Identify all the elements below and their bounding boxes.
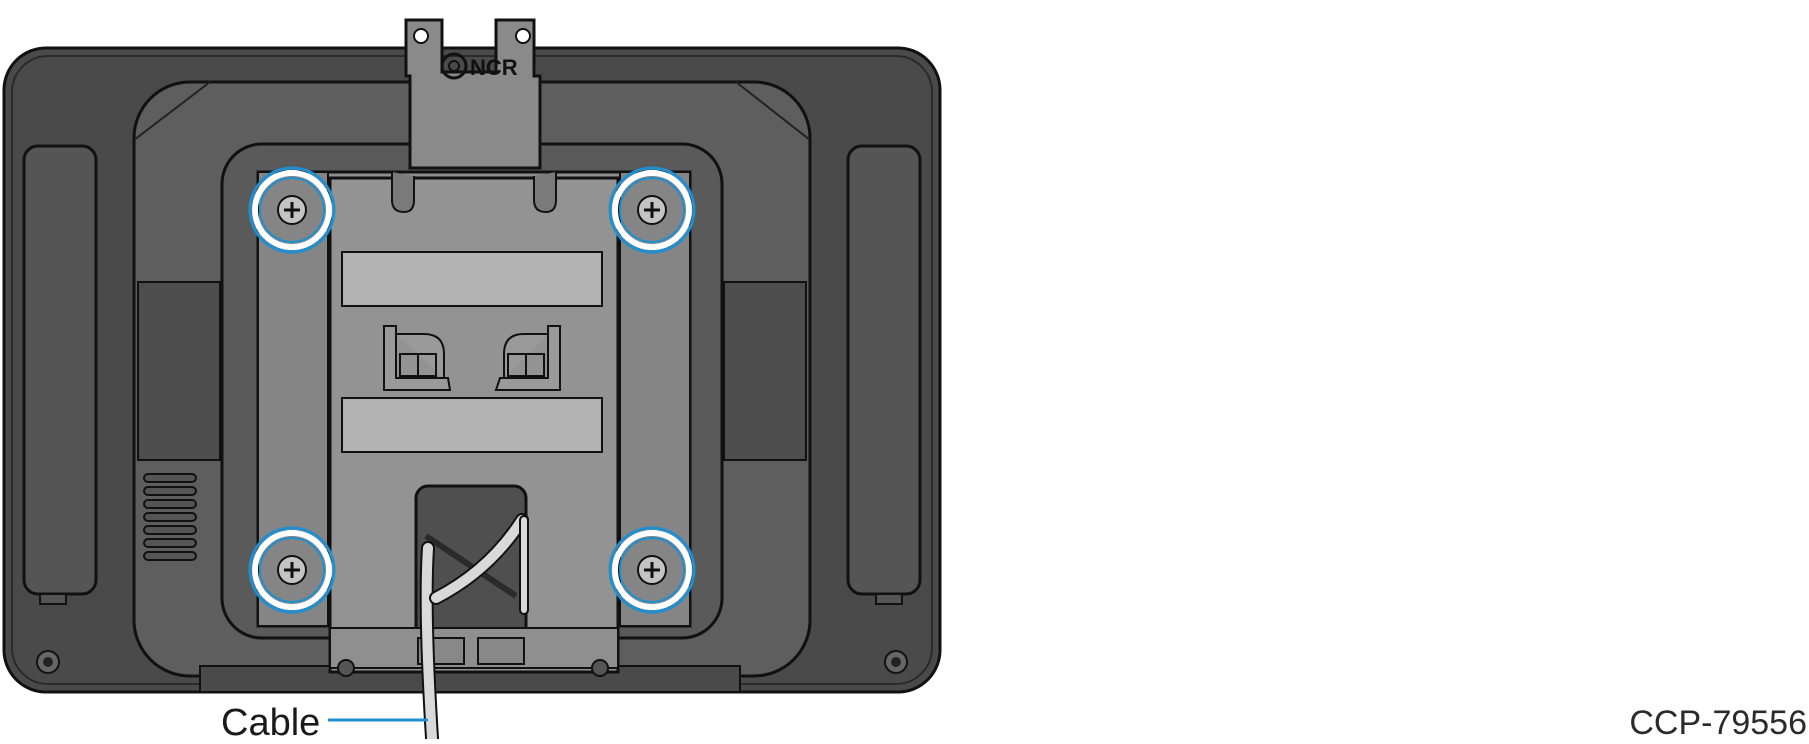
screw-icon: [248, 526, 336, 614]
corner-screw-left: [36, 650, 60, 674]
cable-clip-left: [383, 325, 452, 391]
screw-icon: [608, 166, 696, 254]
bottom-tab-slot-right: [477, 637, 525, 665]
cable-clip-right: [494, 325, 561, 391]
hanger-hole-right: [515, 28, 531, 44]
reference-code: CCP-79556: [1629, 704, 1807, 742]
corner-screw-right: [884, 650, 908, 674]
right-grip: [846, 144, 922, 596]
cable: [419, 513, 529, 744]
inner-cable-shadow: [424, 533, 518, 599]
vent-icon: [143, 473, 197, 561]
slot-right: [533, 172, 557, 214]
slot-left: [391, 172, 415, 214]
left-grip-foot: [39, 593, 67, 605]
left-grip: [22, 144, 98, 596]
bottom-tab-screw-right: [591, 659, 609, 677]
hanger-hole-left: [413, 28, 429, 44]
inner-bevel-lines: [133, 81, 811, 141]
left-side-block: [137, 281, 221, 461]
label-panel-upper: [341, 251, 603, 307]
cable-callout-label: Cable: [221, 702, 321, 744]
label-panel-lower: [341, 397, 603, 453]
bracket-bottom-tab: [329, 627, 619, 669]
bottom-tab-screw-left: [337, 659, 355, 677]
right-grip-foot: [875, 593, 903, 605]
logo-text: NCR: [470, 55, 518, 80]
screw-icon: [608, 526, 696, 614]
logo-icon: NCR: [440, 52, 518, 80]
screw-icon: [248, 166, 336, 254]
right-side-block: [723, 281, 807, 461]
